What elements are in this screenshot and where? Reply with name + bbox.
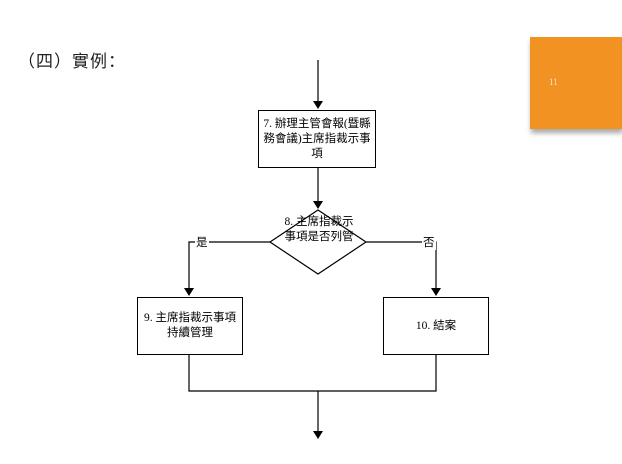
step-7-label: 7. 辦理主管會報(暨縣務會議)主席指裁示事項 xyxy=(263,117,371,160)
yes-branch-line xyxy=(184,241,270,296)
no-label: 否 xyxy=(422,234,436,250)
no-branch-line xyxy=(366,241,441,296)
step-9-box: 9. 主席指裁示事項持續管理 xyxy=(137,297,243,355)
page-number: 11 xyxy=(549,77,558,87)
step-7-box: 7. 辦理主管會報(暨縣務會議)主席指裁示事項 xyxy=(258,110,376,168)
step-9-label: 9. 主席指裁示事項持續管理 xyxy=(144,312,236,339)
merge-line xyxy=(188,355,437,392)
step-10-box: 10. 結案 xyxy=(383,297,489,355)
page-number-badge: 11 xyxy=(530,37,622,129)
step-10-label: 10. 結案 xyxy=(415,319,457,332)
slide-heading: （四）實例： xyxy=(18,52,126,72)
yes-label: 是 xyxy=(195,234,209,250)
decision-diamond xyxy=(268,209,368,275)
decision-8-label: 8. 主席指裁示事項是否列管 xyxy=(284,216,354,243)
